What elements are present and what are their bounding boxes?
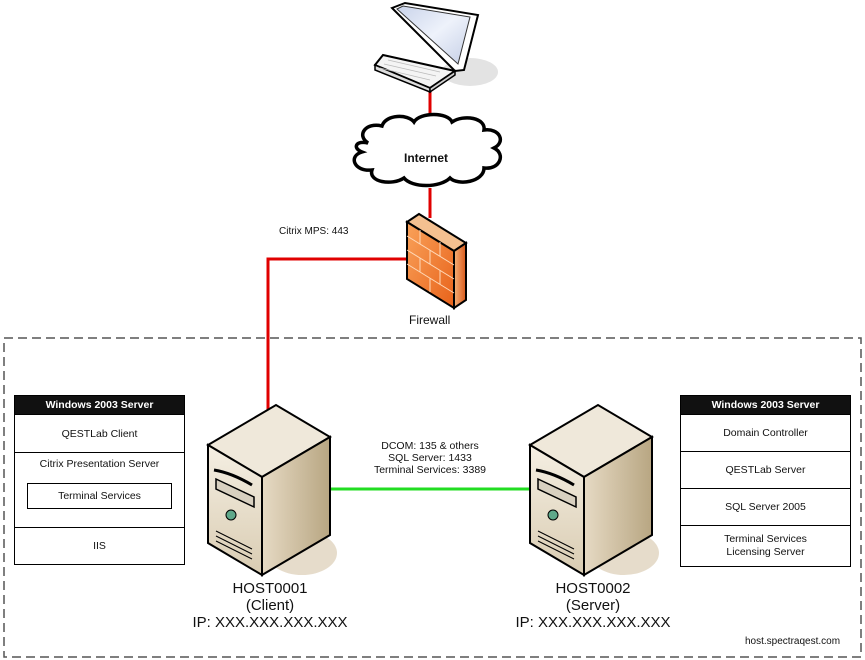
stack-nested-terminal-services: Terminal Services bbox=[27, 483, 172, 509]
network-boundary bbox=[3, 337, 862, 658]
host1-ip: IP: XXX.XXX.XXX.XXX bbox=[192, 614, 348, 631]
server-tower-icon bbox=[206, 403, 337, 577]
protocol-sql: SQL Server: 1433 bbox=[388, 452, 472, 464]
host1-name: HOST0001 bbox=[232, 580, 308, 597]
stack-row-qestlab-client: QESTLab Client bbox=[15, 415, 184, 453]
protocol-ts: Terminal Services: 3389 bbox=[373, 464, 487, 476]
stack-row-ts-licensing: Terminal Services Licensing Server bbox=[724, 533, 807, 558]
laptop-icon bbox=[373, 1, 498, 94]
internal-link-label: DCOM: 135 & others SQL Server: 1433 Term… bbox=[350, 440, 510, 476]
firewall-icon bbox=[405, 212, 468, 310]
firewall-label: Firewall bbox=[409, 313, 451, 327]
domain-label: host.spectraqest.com bbox=[745, 636, 841, 647]
host2-role: (Server) bbox=[565, 597, 621, 614]
stack-row-qestlab-server: QESTLab Server bbox=[681, 452, 850, 489]
stack-row-domain-controller: Domain Controller bbox=[681, 415, 850, 452]
host2-name: HOST0002 bbox=[555, 580, 631, 597]
protocol-dcom: DCOM: 135 & others bbox=[381, 440, 479, 452]
firewall-host1-link bbox=[266, 257, 408, 412]
stack-header: Windows 2003 Server bbox=[681, 396, 850, 415]
cloud-icon bbox=[352, 112, 503, 188]
host1-role: (Client) bbox=[245, 597, 295, 614]
stack-header: Windows 2003 Server bbox=[15, 396, 184, 415]
host2-label: HOST0002 (Server) IP: XXX.XXX.XXX.XXX bbox=[508, 580, 678, 631]
host1-label: HOST0001 (Client) IP: XXX.XXX.XXX.XXX bbox=[190, 580, 350, 631]
internet-label: Internet bbox=[404, 151, 449, 165]
host1-software-stack: Windows 2003 Server QESTLab Client Citri… bbox=[14, 395, 185, 565]
stack-row-iis: IIS bbox=[93, 540, 106, 552]
stack-row-sql-server: SQL Server 2005 bbox=[681, 489, 850, 526]
stack-row-citrix: Citrix Presentation Server Terminal Serv… bbox=[15, 453, 184, 528]
citrix-link-label: Citrix MPS: 443 bbox=[279, 226, 349, 237]
host2-software-stack: Windows 2003 Server Domain Controller QE… bbox=[680, 395, 851, 567]
server-tower-icon bbox=[528, 403, 659, 577]
host2-ip: IP: XXX.XXX.XXX.XXX bbox=[515, 614, 671, 631]
